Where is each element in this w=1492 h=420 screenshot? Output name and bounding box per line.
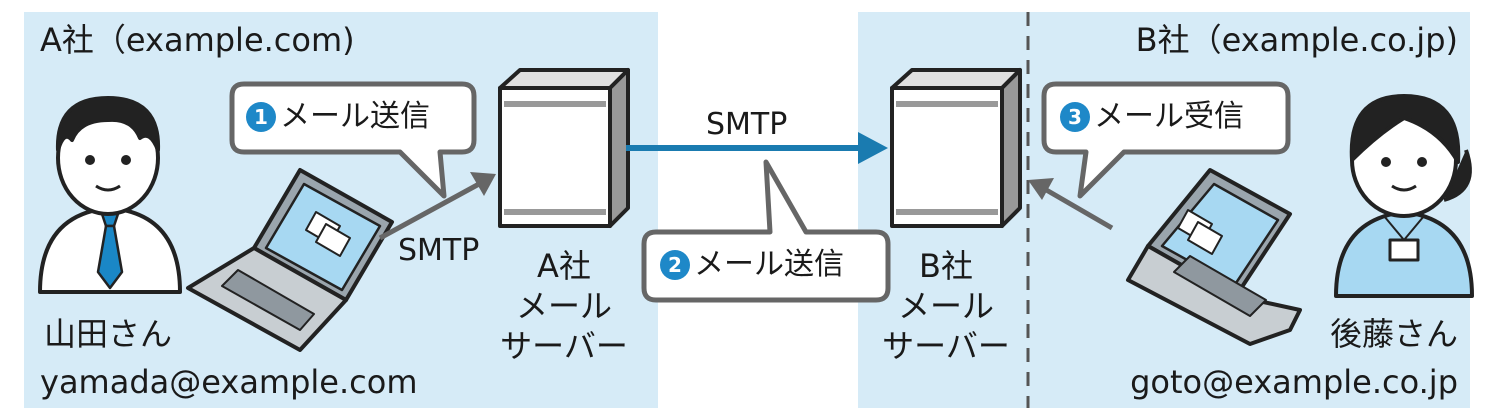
step-3-label: 3 メール受信 — [1060, 102, 1244, 132]
server-a-icon — [498, 68, 630, 228]
user-b-name: 後藤さん — [1329, 315, 1458, 353]
server-b-label-line2: メール — [897, 287, 994, 325]
server-b-label-line3: サーバー — [882, 327, 1010, 365]
server-b-label: B社 メール サーバー — [876, 246, 1016, 366]
server-b-icon — [890, 68, 1022, 228]
step-3-number: 3 — [1060, 102, 1090, 132]
step-1-label: 1 メール送信 — [246, 102, 430, 132]
step-1-text: メール送信 — [280, 99, 430, 134]
server-b-label-line1: B社 — [919, 247, 973, 285]
user-b-email: goto@example.co.jp — [1130, 363, 1458, 401]
step-3-text: メール受信 — [1094, 99, 1244, 134]
woman-icon — [1334, 94, 1474, 298]
arrow-laptop-a-to-server-a — [378, 175, 492, 241]
step-2-number: 2 — [660, 250, 690, 280]
user-a-name: 山田さん — [44, 315, 173, 353]
speech-bubble-2 — [641, 159, 891, 303]
user-a-email: yamada@example.com — [40, 363, 418, 401]
arrowhead-server — [858, 132, 888, 164]
company-a-title: A社（example.com) — [40, 21, 355, 59]
arrow-laptop-b-to-server-b — [1034, 181, 1114, 231]
speech-bubble-3 — [1041, 81, 1291, 199]
step-2-text: メール送信 — [694, 247, 844, 282]
man-icon — [38, 96, 182, 294]
server-a-label: A社 メール サーバー — [494, 246, 634, 366]
laptop-a-icon — [186, 168, 394, 352]
server-a-label-line3: サーバー — [500, 327, 628, 365]
laptop-b-icon — [1126, 168, 1302, 346]
step-1-number: 1 — [246, 102, 276, 132]
step-2-label: 2 メール送信 — [660, 250, 844, 280]
server-a-label-line2: メール — [515, 287, 612, 325]
smtp-label-server: SMTP — [706, 107, 788, 142]
smtp-label-client: SMTP — [398, 233, 480, 268]
speech-bubble-1 — [229, 81, 477, 199]
arrowhead-b — [1028, 178, 1054, 200]
arrowhead-a — [470, 172, 496, 196]
server-a-label-line1: A社 — [537, 247, 591, 285]
company-b-title: B社（example.co.jp) — [1135, 21, 1458, 59]
